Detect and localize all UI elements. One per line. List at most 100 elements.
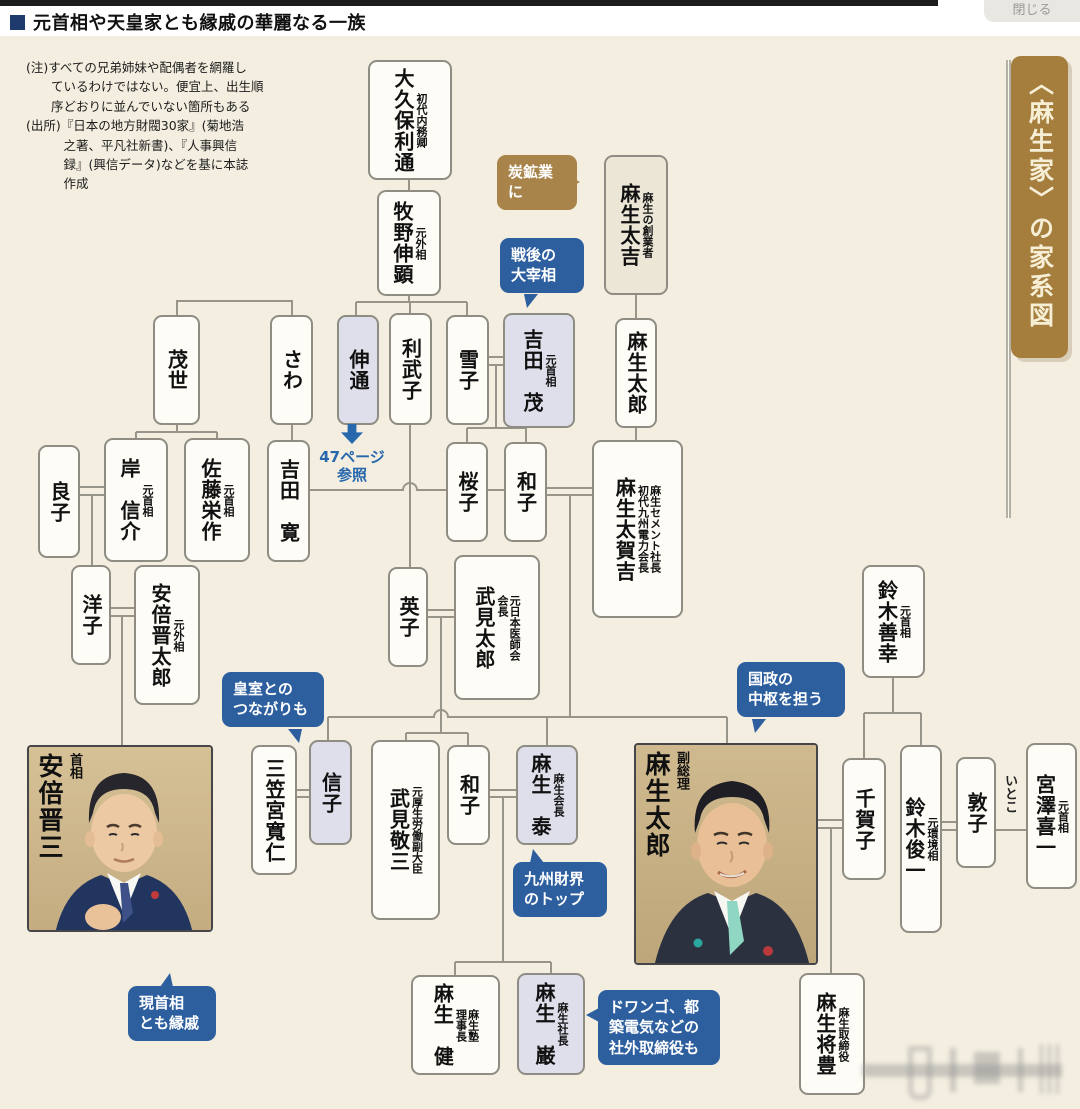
person-box-aso-takakichi: 麻生セメント社長 初代九州電力会長 麻生太賀吉 bbox=[592, 440, 683, 618]
person-name: 伸通 bbox=[346, 349, 370, 391]
person-role: 元首相 bbox=[544, 354, 558, 387]
person-name: 安倍晋太郎 bbox=[147, 582, 172, 688]
person-box-toshiko: 利武子 bbox=[389, 313, 432, 425]
callout-national-politics: 国政の 中枢を担う bbox=[737, 662, 845, 717]
abe-portrait-illustration bbox=[29, 747, 211, 930]
photo-abe-shinzo: 首相 安倍晋三 bbox=[27, 745, 213, 932]
callout-dwango-director-tail bbox=[586, 1008, 599, 1022]
person-name: 岸 信介 bbox=[116, 458, 141, 542]
cousin-relation-label: いとこ bbox=[1002, 774, 1017, 813]
person-box-nobumichi: 伸通 bbox=[337, 315, 379, 425]
aso-portrait-illustration bbox=[636, 745, 816, 963]
callout-kyushu-business: 九州財界 のトップ bbox=[513, 862, 607, 917]
person-name: 和子 bbox=[513, 471, 538, 513]
person-role: 麻生社長 bbox=[556, 1002, 570, 1046]
person-name: 三笠宮寬仁 bbox=[262, 757, 286, 863]
family-tree-lines bbox=[80, 180, 1026, 975]
person-role: 初代内務卿 bbox=[415, 92, 429, 148]
person-box-yoshida-hiroshi: 吉田 寛 bbox=[267, 440, 310, 562]
callout-imperial-connection: 皇室との つながりも bbox=[222, 672, 324, 727]
person-box-sakurako: 桜子 bbox=[446, 442, 488, 542]
person-box-ryoko: 良子 bbox=[38, 445, 80, 558]
person-role: 元外相 bbox=[414, 226, 428, 260]
person-name: 茂世 bbox=[164, 349, 189, 391]
person-name: 宮澤喜一 bbox=[1032, 774, 1057, 858]
person-box-takemi-keizo: 元厚生労働副大臣 武見敬三 bbox=[371, 740, 440, 920]
abe-role: 首相 bbox=[67, 753, 82, 779]
person-box-miyazawa-kiichi: 元首相 宮澤喜一 bbox=[1026, 743, 1077, 889]
person-box-aso-taro-elder: 麻生太郎 bbox=[615, 318, 657, 428]
person-box-abe-shintaro: 元外相 安倍晋太郎 bbox=[134, 565, 200, 705]
person-box-yoshida-shigeru: 元首相 吉田 茂 bbox=[503, 313, 575, 428]
banner-stem-line bbox=[1006, 60, 1011, 518]
callout-current-pm-relative: 現首相 とも縁戚 bbox=[128, 986, 216, 1041]
person-name: 麻生太賀吉 bbox=[612, 476, 637, 582]
close-button[interactable]: 閉じる bbox=[984, 0, 1080, 22]
person-name: さわ bbox=[279, 349, 304, 391]
person-name: 敦子 bbox=[964, 791, 988, 834]
page-reference-line2: 参照 bbox=[336, 466, 367, 484]
person-name: 英子 bbox=[396, 596, 420, 638]
person-box-kazuko-jr: 和子 bbox=[447, 745, 490, 845]
person-name: 和子 bbox=[456, 774, 481, 816]
callout-postwar-pm: 戦後の 大宰相 bbox=[500, 238, 584, 293]
page-title: 元首相や天皇家とも縁戚の華麗なる一族 bbox=[33, 13, 366, 34]
person-box-yoko: 洋子 bbox=[71, 565, 111, 665]
person-name: 武見太郎 bbox=[471, 585, 496, 670]
callout-imperial-connection-tail bbox=[288, 729, 302, 743]
family-title-banner: 〈麻生家〉の家系図 bbox=[1011, 56, 1068, 358]
person-box-sato-eisaku: 元首相 佐藤栄作 bbox=[184, 438, 250, 562]
person-box-aso-takichi: 麻生の創業者 麻生太吉 bbox=[604, 155, 668, 295]
person-name: 吉田 茂 bbox=[519, 328, 544, 413]
person-name: 洋子 bbox=[79, 594, 103, 636]
person-name: 雪子 bbox=[455, 349, 480, 391]
person-role: 麻生会長 bbox=[552, 773, 566, 817]
person-box-aso-yutaka: 麻生会長 麻生 泰 bbox=[516, 745, 578, 845]
person-box-takemi-taro: 元日本医師会 会長 武見太郎 bbox=[454, 555, 540, 700]
person-name: 桜子 bbox=[455, 471, 479, 513]
person-name: 武見敬三 bbox=[386, 788, 411, 872]
person-role: 麻生セメント社長 初代九州電力会長 bbox=[636, 485, 662, 573]
person-box-shigeyo: 茂世 bbox=[153, 315, 200, 425]
person-box-nobuko: 信子 bbox=[309, 740, 352, 845]
photo-aso-taro: 副総理 麻生太郎 bbox=[634, 743, 818, 965]
callout-coal-mining: 炭鉱業 に bbox=[497, 155, 577, 210]
person-box-makino-nobuaki: 元外相 牧野伸顕 bbox=[377, 190, 441, 296]
person-box-hideko: 英子 bbox=[388, 567, 428, 667]
person-name: 麻生太郎 bbox=[624, 331, 648, 415]
callout-national-politics-tail bbox=[752, 719, 766, 733]
person-box-aso-masahiro: 麻生取締役 麻生将豊 bbox=[799, 973, 865, 1095]
person-box-suzuki-zenko: 元首相 鈴木善幸 bbox=[862, 565, 925, 678]
person-role: 麻生塾 理事長 bbox=[454, 1008, 480, 1042]
person-role: 元首相 bbox=[222, 483, 236, 517]
person-role: 元首相 bbox=[1056, 799, 1070, 833]
person-role: 元環境相 bbox=[926, 817, 940, 861]
callout-dwango-director: ドワンゴ、都 築電気などの 社外取締役も bbox=[598, 990, 720, 1065]
person-role: 元首相 bbox=[141, 483, 155, 517]
person-role: 麻生取締役 bbox=[837, 1006, 851, 1062]
down-arrow-icon bbox=[341, 424, 363, 444]
person-name: 牧野伸顕 bbox=[389, 201, 414, 285]
abe-name: 安倍晋三 bbox=[35, 753, 64, 861]
person-name: 吉田 寛 bbox=[276, 459, 301, 543]
person-box-sawa: さわ bbox=[270, 315, 313, 425]
person-name: 鈴木俊一 bbox=[901, 797, 926, 881]
person-box-okubo-toshimichi: 初代内務卿 大久保利通 bbox=[368, 60, 452, 180]
person-box-mikasa-tomohito: 三笠宮寬仁 bbox=[251, 745, 297, 875]
callout-current-pm-relative-tail bbox=[160, 973, 173, 987]
top-strip bbox=[0, 0, 938, 6]
person-box-atsuko: 敦子 bbox=[956, 757, 996, 868]
person-role: 麻生の創業者 bbox=[641, 192, 655, 258]
person-role: 元厚生労働副大臣 bbox=[410, 786, 424, 874]
person-name: 鈴木善幸 bbox=[874, 579, 899, 664]
person-box-yukiko: 雪子 bbox=[446, 315, 489, 425]
person-name: 佐藤栄作 bbox=[197, 458, 222, 542]
page-reference-line1: 47ページ bbox=[319, 448, 385, 466]
person-name: 麻生 巌 bbox=[531, 982, 556, 1066]
person-role: 元首相 bbox=[898, 605, 912, 638]
callout-kyushu-business-tail bbox=[530, 849, 544, 863]
source-note: (注)すべての兄弟姉妹や配偶者を網羅し ているわけではない。便宜上、出生順 序ど… bbox=[26, 60, 264, 192]
diagram-canvas: (注)すべての兄弟姉妹や配偶者を網羅し ているわけではない。便宜上、出生順 序ど… bbox=[0, 36, 1080, 1109]
person-box-chikako: 千賀子 bbox=[842, 758, 886, 880]
